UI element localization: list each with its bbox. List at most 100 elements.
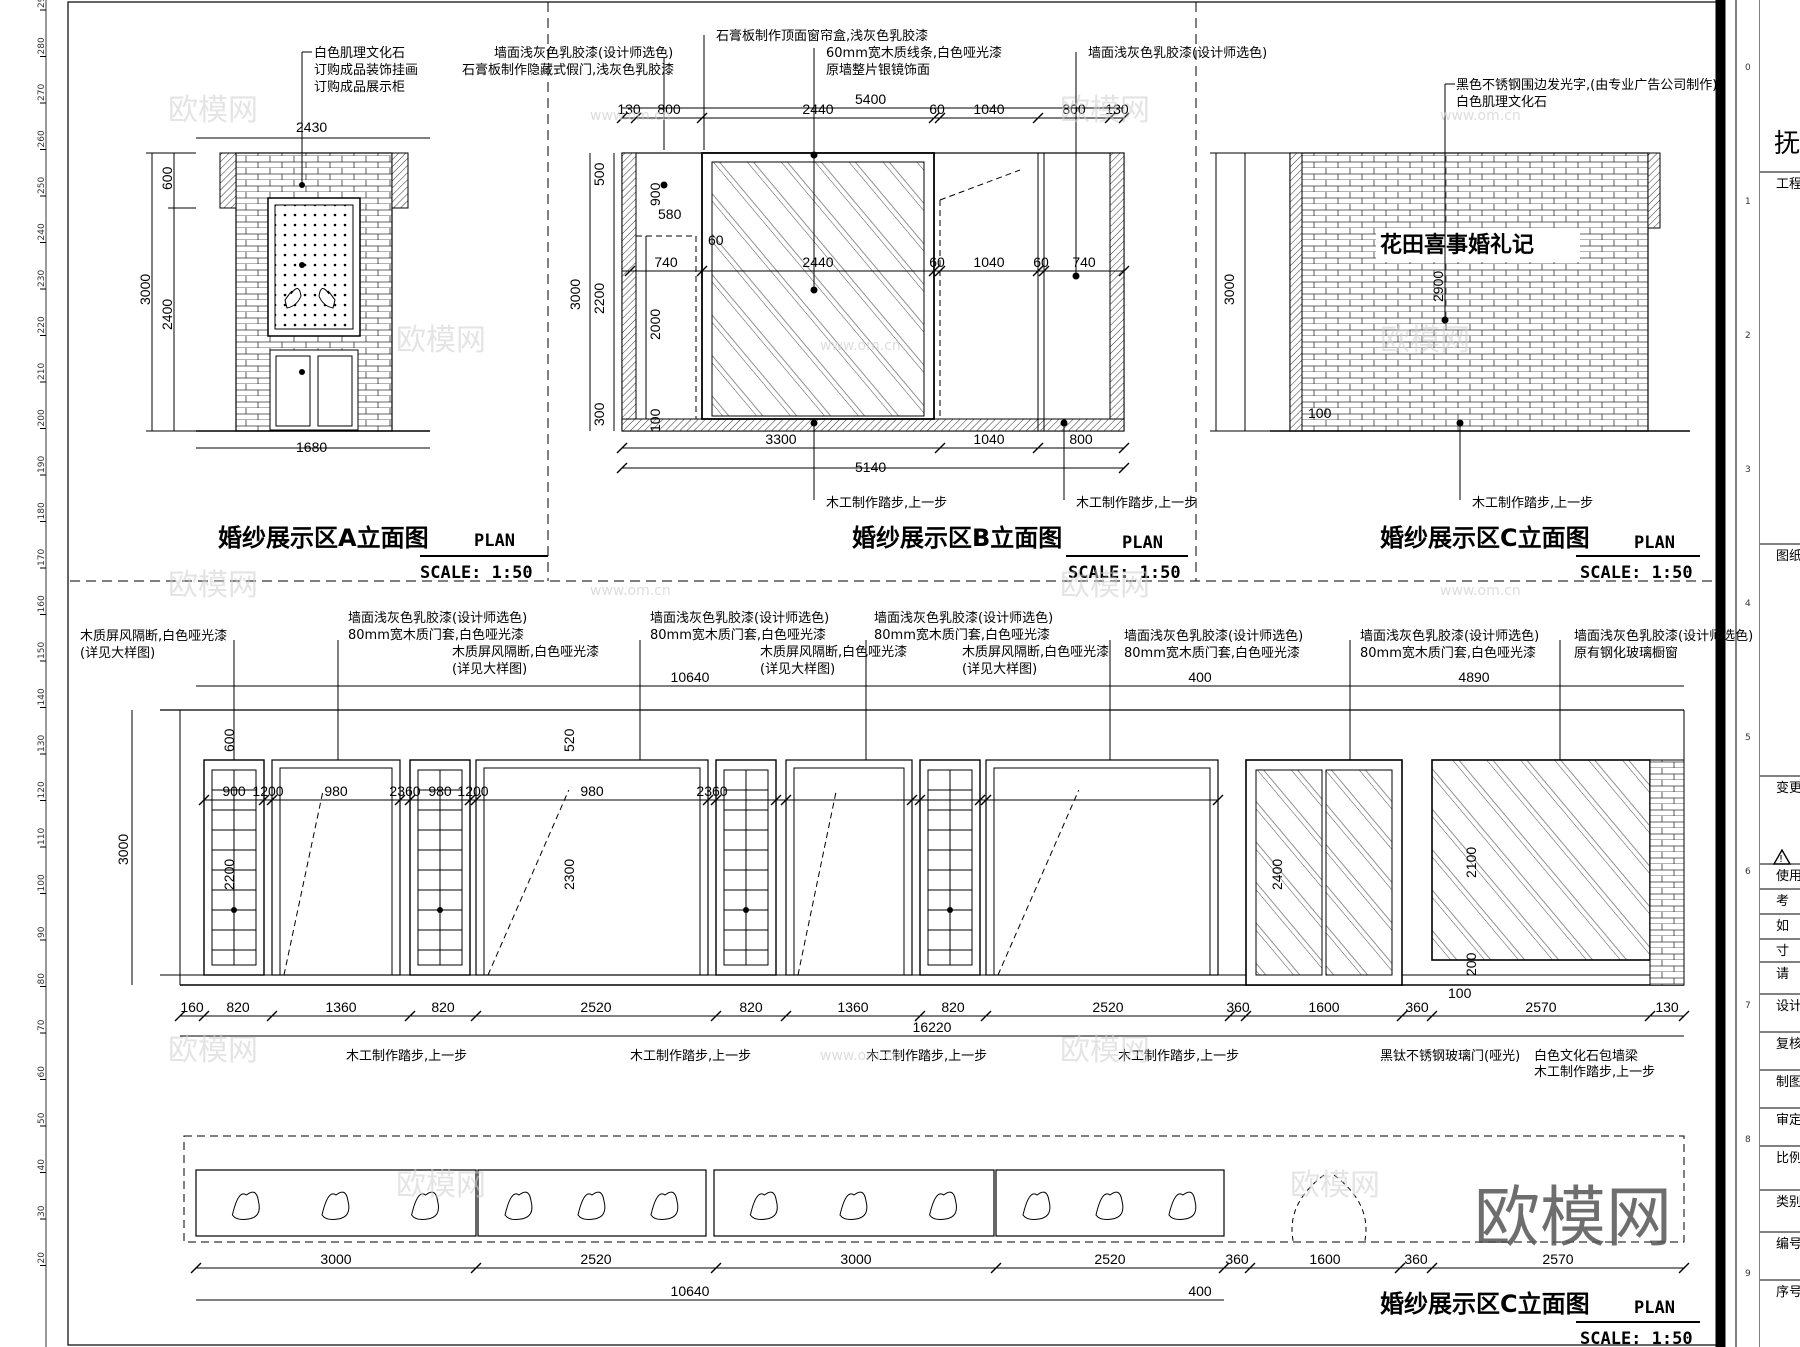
door-frame	[985, 759, 1219, 976]
dim-tick	[1426, 1262, 1438, 1274]
brick-wall-c	[1289, 152, 1649, 432]
elevation-d-callouts: 木质屏风隔断,白色哑光漆(详见大样图)墙面浅灰色乳胶漆(设计师选色)80mm宽木…	[80, 610, 1753, 1080]
title-block-row: 寸	[1776, 944, 1789, 959]
title-block-row: 编号	[1776, 1237, 1800, 1252]
watermark-text: 欧模网	[1060, 1033, 1150, 1068]
ruler-right-label: 4	[1745, 599, 1751, 609]
watermark-text: 欧模网	[396, 1168, 486, 1203]
dim-plan-text: 360	[1225, 1251, 1249, 1267]
plan-figure-icon	[1095, 1191, 1124, 1220]
title-block-row: 使用	[1776, 868, 1800, 884]
plan-figure-icon	[231, 1191, 260, 1220]
callout-d-wall5-1: 80mm宽木质门套,白色哑光漆	[1360, 645, 1536, 661]
title-block-row: 设计	[1776, 999, 1800, 1014]
dim-c-3000: 3000	[1221, 274, 1237, 305]
callout-d-screen3-1: (详见大样图)	[760, 662, 835, 677]
dim-tick	[258, 794, 270, 806]
dim-tick	[980, 794, 992, 806]
dim-tick	[914, 794, 926, 806]
callout-d-wall3-0: 墙面浅灰色乳胶漆(设计师选色)	[874, 610, 1053, 626]
plan-d: PLAN	[1634, 1298, 1675, 1318]
dim-b-500: 500	[591, 162, 607, 186]
ruler-label: 40	[37, 1159, 47, 1171]
dim-tick	[470, 1262, 482, 1274]
watermark-site: www.om.cn	[590, 583, 671, 599]
dim-b-mid-text: 60	[929, 254, 945, 270]
dim-d-bottom-text: 820	[739, 999, 763, 1015]
plan-bay-4	[995, 1169, 1225, 1237]
title-block-row: 工程	[1776, 177, 1800, 192]
scale-b: SCALE: 1:50	[1068, 563, 1181, 583]
door-casing	[993, 767, 1211, 976]
callout-b-mid-2: 60mm宽木质线条,白色哑光漆	[826, 45, 1002, 61]
plan-figure-icon	[839, 1191, 868, 1220]
title-c: 婚纱展示区C立面图	[1380, 524, 1590, 552]
dim-d-520: 520	[561, 728, 577, 752]
callout-d-wall1-1: 80mm宽木质门套,白色哑光漆	[348, 627, 524, 643]
dim-tick	[394, 794, 406, 806]
dim-plan-text: 3000	[840, 1251, 871, 1267]
ruler-label: 230	[37, 270, 47, 287]
callouts-c	[1210, 83, 1464, 500]
dim-tick	[702, 794, 714, 806]
dim-tick	[934, 265, 946, 277]
callout-b-left-2: 石膏板制作隐藏式假门,浅灰色乳胶漆	[462, 62, 674, 78]
screen-partition-1	[203, 759, 265, 976]
door-swing	[997, 789, 1080, 976]
dim-a-600: 600	[159, 166, 175, 190]
title-block-row: 类别	[1776, 1195, 1800, 1210]
ruler-label: 200	[37, 409, 47, 426]
left-ruler: 2902802702602502402302202102001901801701…	[37, 0, 47, 1266]
door-casing	[279, 767, 393, 976]
dim-b-580: 580	[658, 206, 682, 222]
dim-d-3000: 3000	[115, 834, 131, 865]
ruler-label: 170	[37, 549, 47, 566]
door-opening-3	[785, 759, 913, 976]
watermark-site: www.om.cn	[1440, 108, 1521, 124]
callouts-a: 白色肌理文化石 订购成品装饰挂画 订购成品展示柜	[299, 45, 418, 375]
dim-d-row1-text: 2360	[389, 783, 420, 799]
dim-tick	[470, 794, 482, 806]
ruler-label: 100	[37, 874, 47, 891]
dim-a-bottom: 1680	[296, 439, 327, 455]
callout-dot	[947, 907, 953, 913]
title-block-char: 抚	[1774, 129, 1800, 159]
ruler-label: 150	[37, 642, 47, 659]
watermark-text: 欧模网	[168, 568, 258, 603]
dim-a-2400: 2400	[159, 299, 175, 330]
callout-d-bottom-1: 木工制作踏步,上一步	[630, 1049, 751, 1064]
title-block-row: 请	[1776, 967, 1789, 982]
dim-tick	[630, 112, 642, 124]
plan-figure-icon	[1168, 1191, 1197, 1220]
svg-text:!: !	[1779, 854, 1783, 865]
glass-leaf-left	[1255, 769, 1323, 976]
callout-a-2: 订购成品装饰挂画	[314, 62, 418, 78]
title-block-row: 序号	[1776, 1285, 1800, 1300]
warning-icon: !	[1772, 848, 1792, 865]
dim-d-bottom-total: 16220	[913, 1019, 952, 1035]
dim-plan-400: 400	[1188, 1283, 1212, 1299]
callout-b-mid-3: 原墙整片银镜饰面	[826, 63, 930, 78]
dim-tick	[696, 265, 708, 277]
callout-d-bottom-3: 木工制作踏步,上一步	[1118, 1049, 1239, 1064]
dim-b-mid-text: 2440	[802, 254, 833, 270]
ruler-right-label: 1	[1745, 197, 1751, 207]
dim-d-2400: 2400	[1269, 859, 1285, 890]
door-opening-4	[985, 759, 1219, 976]
dim-b-bot-total: 5140	[855, 459, 886, 475]
dim-d-row1-text: 2360	[696, 783, 727, 799]
dim-d-bottom-text: 130	[1655, 999, 1679, 1015]
ruler-label: 270	[37, 84, 47, 101]
dim-plan-text: 2570	[1542, 1251, 1573, 1267]
callout-b-right: 墙面浅灰色乳胶漆(设计师选色)	[1088, 45, 1267, 61]
plan-door-swing	[1291, 1174, 1367, 1246]
title-block-row: 变更	[1776, 780, 1800, 796]
dim-d-bottom-text: 360	[1405, 999, 1429, 1015]
title-block-row: 考	[1776, 894, 1789, 909]
ruler-right-label: 5	[1745, 733, 1751, 743]
